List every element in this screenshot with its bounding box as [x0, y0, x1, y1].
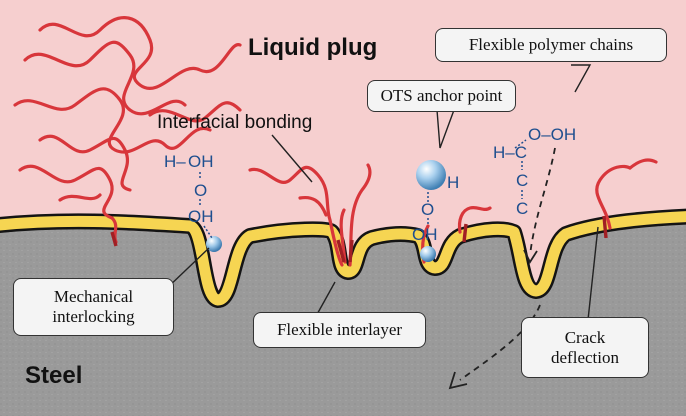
- interfacial-bonding-label: Interfacial bonding: [157, 112, 313, 133]
- liquid-plug-label: Liquid plug: [248, 34, 378, 61]
- ots-anchor-point-callout: OTS anchor point: [367, 80, 516, 112]
- chem-text: O: [194, 181, 207, 200]
- polymer-chain-tangle: [13, 16, 242, 220]
- chem-text: O: [421, 200, 434, 219]
- mechanical-interlocking-line1: Mechanical: [53, 287, 134, 307]
- crack-deflection-callout: Crack deflection: [521, 317, 649, 378]
- chem-group-middle: H O OH: [412, 173, 459, 244]
- mechanical-interlocking-callout: Mechanical interlocking: [13, 278, 174, 336]
- chem-group-right: H–C O–OH C C: [493, 125, 576, 218]
- chem-text: C: [516, 171, 528, 190]
- steel-label: Steel: [25, 362, 83, 389]
- crack-path: [459, 147, 556, 381]
- flexible-interlayer-callout: Flexible interlayer: [253, 312, 426, 348]
- chem-text: H–C: [493, 143, 527, 162]
- crack-arrowhead-upper: [523, 249, 538, 264]
- flexible-interlayer-fill: [0, 211, 686, 306]
- mechanical-interlocking-line2: interlocking: [52, 307, 135, 326]
- chem-text: C: [516, 199, 528, 218]
- chem-text: O–OH: [528, 125, 576, 144]
- chem-group-left: H– OH O OH: [164, 152, 214, 239]
- polymer-chains-surface: [248, 158, 658, 267]
- chem-text: OH: [188, 207, 214, 226]
- chem-text: H–: [164, 152, 186, 171]
- crack-deflection-line1: Crack: [564, 327, 606, 347]
- flexible-polymer-chains-callout: Flexible polymer chains: [435, 28, 667, 62]
- crack-arrowhead-lower: [448, 371, 468, 390]
- chem-text: OH: [412, 225, 438, 244]
- anchor-sphere-left: [206, 236, 222, 252]
- crack-deflection-line2: deflection: [551, 347, 619, 367]
- chem-text: OH: [188, 152, 214, 171]
- chem-text: H: [447, 173, 459, 192]
- polymer-chain-penetrations: [110, 215, 608, 263]
- anchor-sphere-middle: [420, 246, 436, 262]
- ots-anchor-sphere: [416, 160, 446, 190]
